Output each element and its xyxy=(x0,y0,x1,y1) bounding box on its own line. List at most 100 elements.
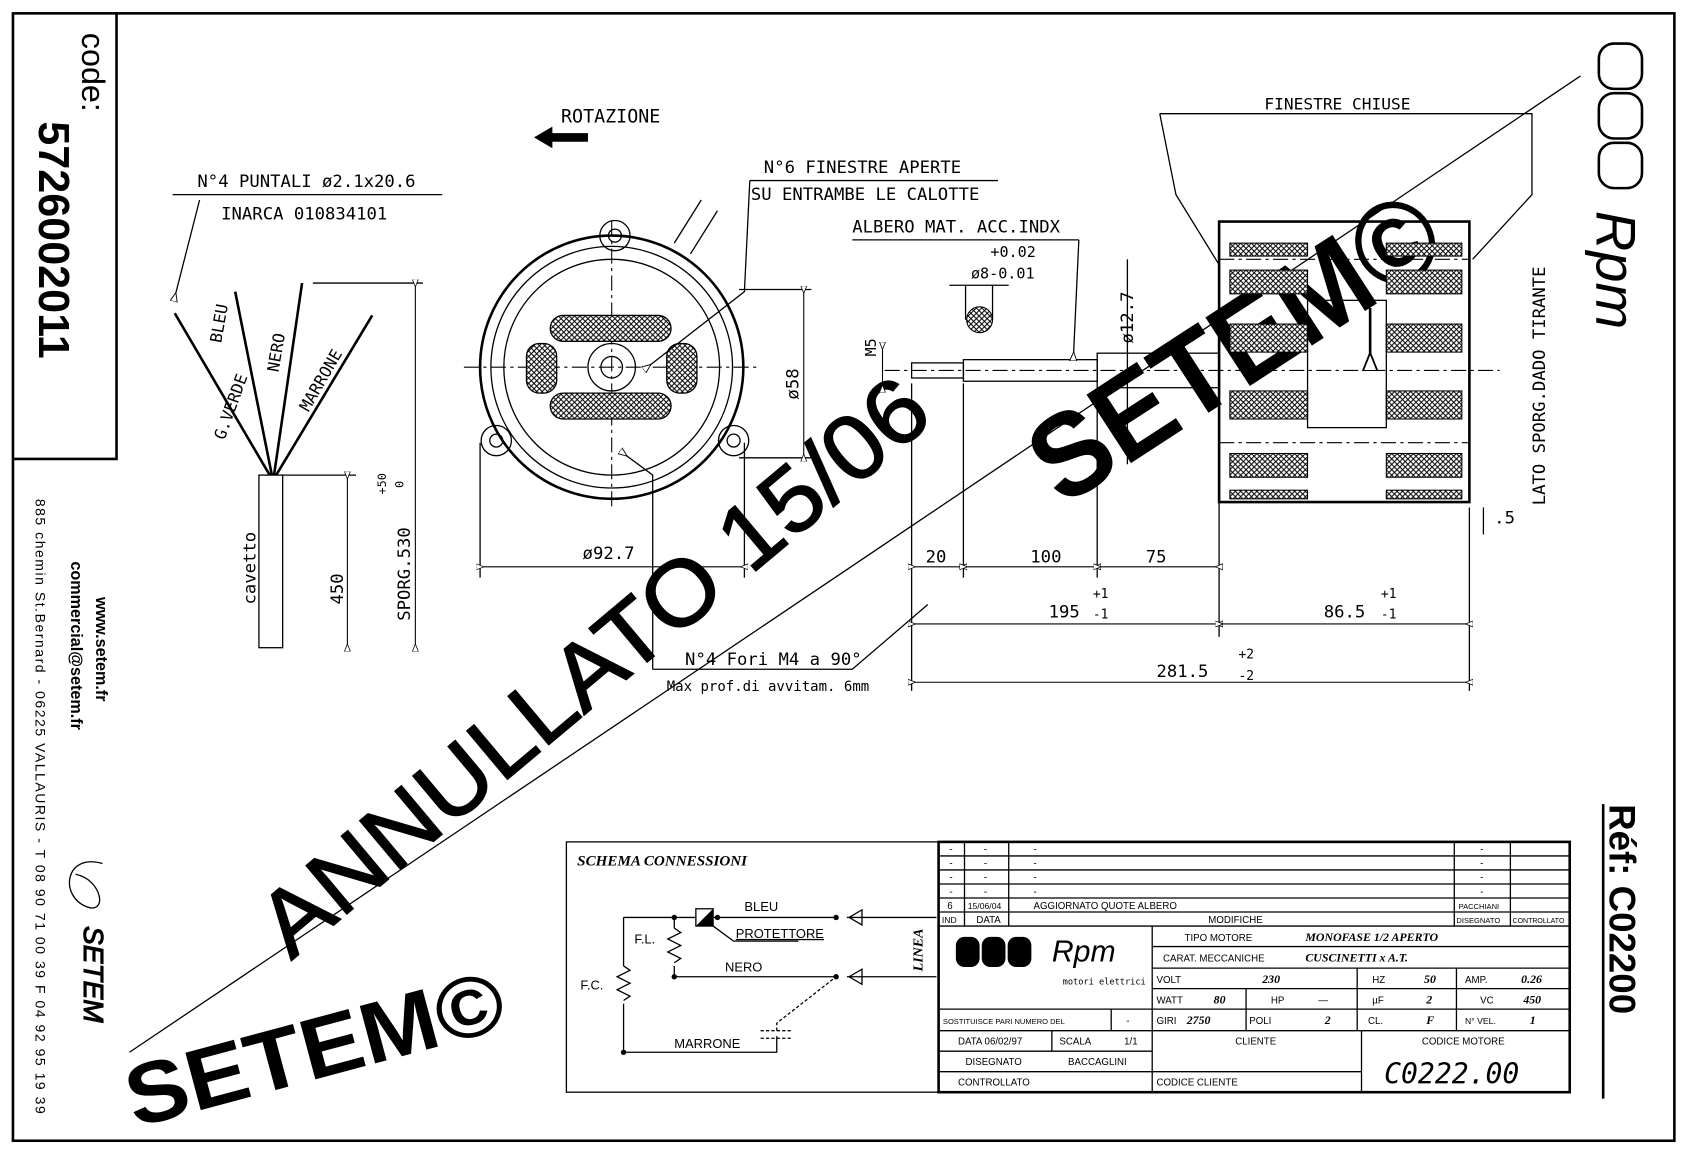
title-block-hz-label: HZ xyxy=(1372,975,1385,986)
wire-leads: N°4 PUNTALI ø2.1x20.6 INARCA 010834101 c… xyxy=(173,172,443,648)
code-label: code: xyxy=(75,33,111,112)
title-block-cl-label: CL. xyxy=(1368,1016,1383,1027)
title-block-scala: 1/1 xyxy=(1124,1037,1137,1048)
title-block-amp-label: AMP. xyxy=(1465,975,1487,986)
title-block-giri-label: GIRI xyxy=(1157,1016,1177,1027)
title-block-revisions-1-dis: - xyxy=(1480,859,1483,870)
title-block-revisions-0-mod: - xyxy=(1034,845,1037,856)
title-block-revisions-1-ind: - xyxy=(949,859,952,870)
title-block-sost: - xyxy=(1126,1016,1129,1027)
title-block-hp-label: HP xyxy=(1271,996,1284,1007)
title-block-revisions-4-data: 15/06/04 xyxy=(968,901,1002,911)
title-block-logo: Rpm xyxy=(1052,936,1116,969)
drawing-d-195: 195 xyxy=(1049,602,1080,622)
title-block-revisions-3-dis: - xyxy=(1480,887,1483,898)
schema-fc: F.C. xyxy=(580,978,603,993)
drawing-shaft-tol-plus: +0.02 xyxy=(990,243,1035,261)
schema-title: SCHEMA CONNESSIONI xyxy=(577,854,748,870)
connection-schema: SCHEMA CONNESSIONI BLEU PROTETTORE NERO … xyxy=(565,841,940,1093)
title-block-poli: 2 xyxy=(1324,1013,1331,1027)
drawing-holes-1: N°4 Fori M4 a 90° xyxy=(685,650,862,670)
title-block-watt: 80 xyxy=(1214,993,1226,1007)
title-block-watt-label: WATT xyxy=(1157,996,1183,1007)
drawing-leads-ref: INARCA 010834101 xyxy=(221,204,387,224)
rotation-label: ROTAZIONE xyxy=(561,106,660,127)
drawing-windows-open-2: SU ENTRAMBE LE CALOTTE xyxy=(751,185,979,205)
drawing-sporg-tol-minus: 0 xyxy=(392,481,406,488)
title-block-revisions-3-mod: - xyxy=(1034,887,1037,898)
title-block-volt-label: VOLT xyxy=(1157,975,1182,986)
title-block-vel: 1 xyxy=(1530,1013,1536,1027)
rpm-logo: Rpm motori elettrici xyxy=(955,936,1146,987)
setem-watermark: SETEM© xyxy=(115,953,515,1146)
title-block-revisions-3-data: - xyxy=(984,887,987,898)
motor-code: C0222.00 xyxy=(1384,1058,1519,1091)
revision-row: ---- xyxy=(949,845,1483,856)
drawing-leads-title: N°4 PUNTALI ø2.1x20.6 xyxy=(197,172,415,192)
rotation-arrow-icon xyxy=(534,126,588,149)
title-block-headers-ind: IND xyxy=(942,915,957,925)
website: www.setem.fr xyxy=(92,596,110,702)
title-block-cl: F xyxy=(1425,1013,1434,1027)
drawing-tie-side: LATO SPORG.DADO TIRANTE xyxy=(1530,266,1550,505)
drawing-sporg: SPORG.530 xyxy=(395,527,415,620)
title-block-revisions-2-mod: - xyxy=(1034,873,1037,884)
drawing-border xyxy=(11,12,1676,1143)
code-box: code: 5726002011 xyxy=(12,13,118,461)
drawing-cable: cavetto xyxy=(241,532,261,605)
title-block-cliente-label: CLIENTE xyxy=(1235,1037,1276,1048)
title-block-volt: 230 xyxy=(1261,972,1280,986)
drawing-d-86-tol-1: -1 xyxy=(1381,608,1397,623)
title-block-carat: CUSCINETTI x A.T. xyxy=(1305,951,1408,965)
schema-marrone: MARRONE xyxy=(674,1036,740,1051)
drawing-d12: ø12.7 xyxy=(1118,292,1138,344)
title-block-dis: BACCAGLINI xyxy=(1068,1057,1127,1068)
drawing-shaft-mat: ALBERO MAT. ACC.INDX xyxy=(852,217,1060,237)
drawing-d-05: .5 xyxy=(1494,509,1515,529)
drawing-windows-closed: FINESTRE CHIUSE xyxy=(1264,94,1410,113)
address: 885 chemin St.Bernard - 06225 VALLAURIS … xyxy=(33,499,49,1114)
title-block-ctrl-label: CONTROLLATO xyxy=(958,1078,1030,1089)
company-info: www.setem.fr commercial@setem.fr 885 che… xyxy=(33,499,110,1114)
rpm-logo-vertical: Rpm xyxy=(1585,42,1648,329)
drawing-d-20: 20 xyxy=(926,547,947,567)
title-block-scala-label: SCALA xyxy=(1059,1037,1091,1048)
title-block-revisions-3-ind: - xyxy=(949,887,952,898)
title-block-revisions-2-dis: - xyxy=(1480,873,1483,884)
schema-linea: LINEA xyxy=(911,929,926,973)
drawing-d-281: 281.5 xyxy=(1157,662,1209,682)
title-block-revisions-1-mod: - xyxy=(1034,859,1037,870)
drawing-d-195-tol-0: +1 xyxy=(1093,587,1109,602)
drawing-d-281-tol-1: -2 xyxy=(1239,669,1255,684)
reference: Réf: C02200 xyxy=(1602,804,1643,1014)
title-block-uf: 2 xyxy=(1425,993,1432,1007)
revision-row: ---- xyxy=(949,887,1483,898)
drawing-d-195-tol-1: -1 xyxy=(1093,608,1109,623)
title-block-headers-dis: DISEGNATO xyxy=(1456,916,1500,925)
schema-nero: NERO xyxy=(725,959,762,974)
drawing-shaft-d: ø8-0.01 xyxy=(971,265,1035,283)
title-block-tipo-label: TIPO MOTORE xyxy=(1185,933,1253,944)
title-block-revisions-1-data: - xyxy=(984,859,987,870)
title-block-amp: 0.26 xyxy=(1521,972,1542,986)
drawing-m5: M5 xyxy=(862,338,880,356)
title-block-headers-mod: MODIFICHE xyxy=(1208,915,1263,926)
title-block-hz: 50 xyxy=(1424,972,1436,986)
title-block-poli-label: POLI xyxy=(1249,1016,1271,1027)
title-block-carat-label: CARAT. MECCANICHE xyxy=(1163,954,1265,965)
drawing-d-100: 100 xyxy=(1030,547,1061,567)
drawing-wires-2: NERO xyxy=(264,332,289,374)
front-view: ø58 ø92.7 N°6 FINESTRE APERTE SU ENTRAMB… xyxy=(463,158,998,695)
title-block-revisions-0-ind: - xyxy=(949,845,952,856)
title-block-vc-label: VC xyxy=(1480,996,1493,1007)
side-view: ALBERO MAT. ACC.INDX +0.02 ø8-0.01 M5 ø1… xyxy=(852,94,1550,691)
drawing-sporg-tol-plus: +50 xyxy=(375,473,389,494)
drawing-dim-450: 450 xyxy=(328,573,348,604)
title-block-revisions-4-dis: PACCHIANI xyxy=(1459,902,1500,911)
title-block-revisions-2-data: - xyxy=(984,873,987,884)
title-block-logo-sub: motori elettrici xyxy=(1063,977,1146,987)
drawing-d58: ø58 xyxy=(783,368,803,399)
drawing-windows-open-1: N°6 FINESTRE APERTE xyxy=(764,158,961,178)
revision-row: ---- xyxy=(949,859,1483,870)
